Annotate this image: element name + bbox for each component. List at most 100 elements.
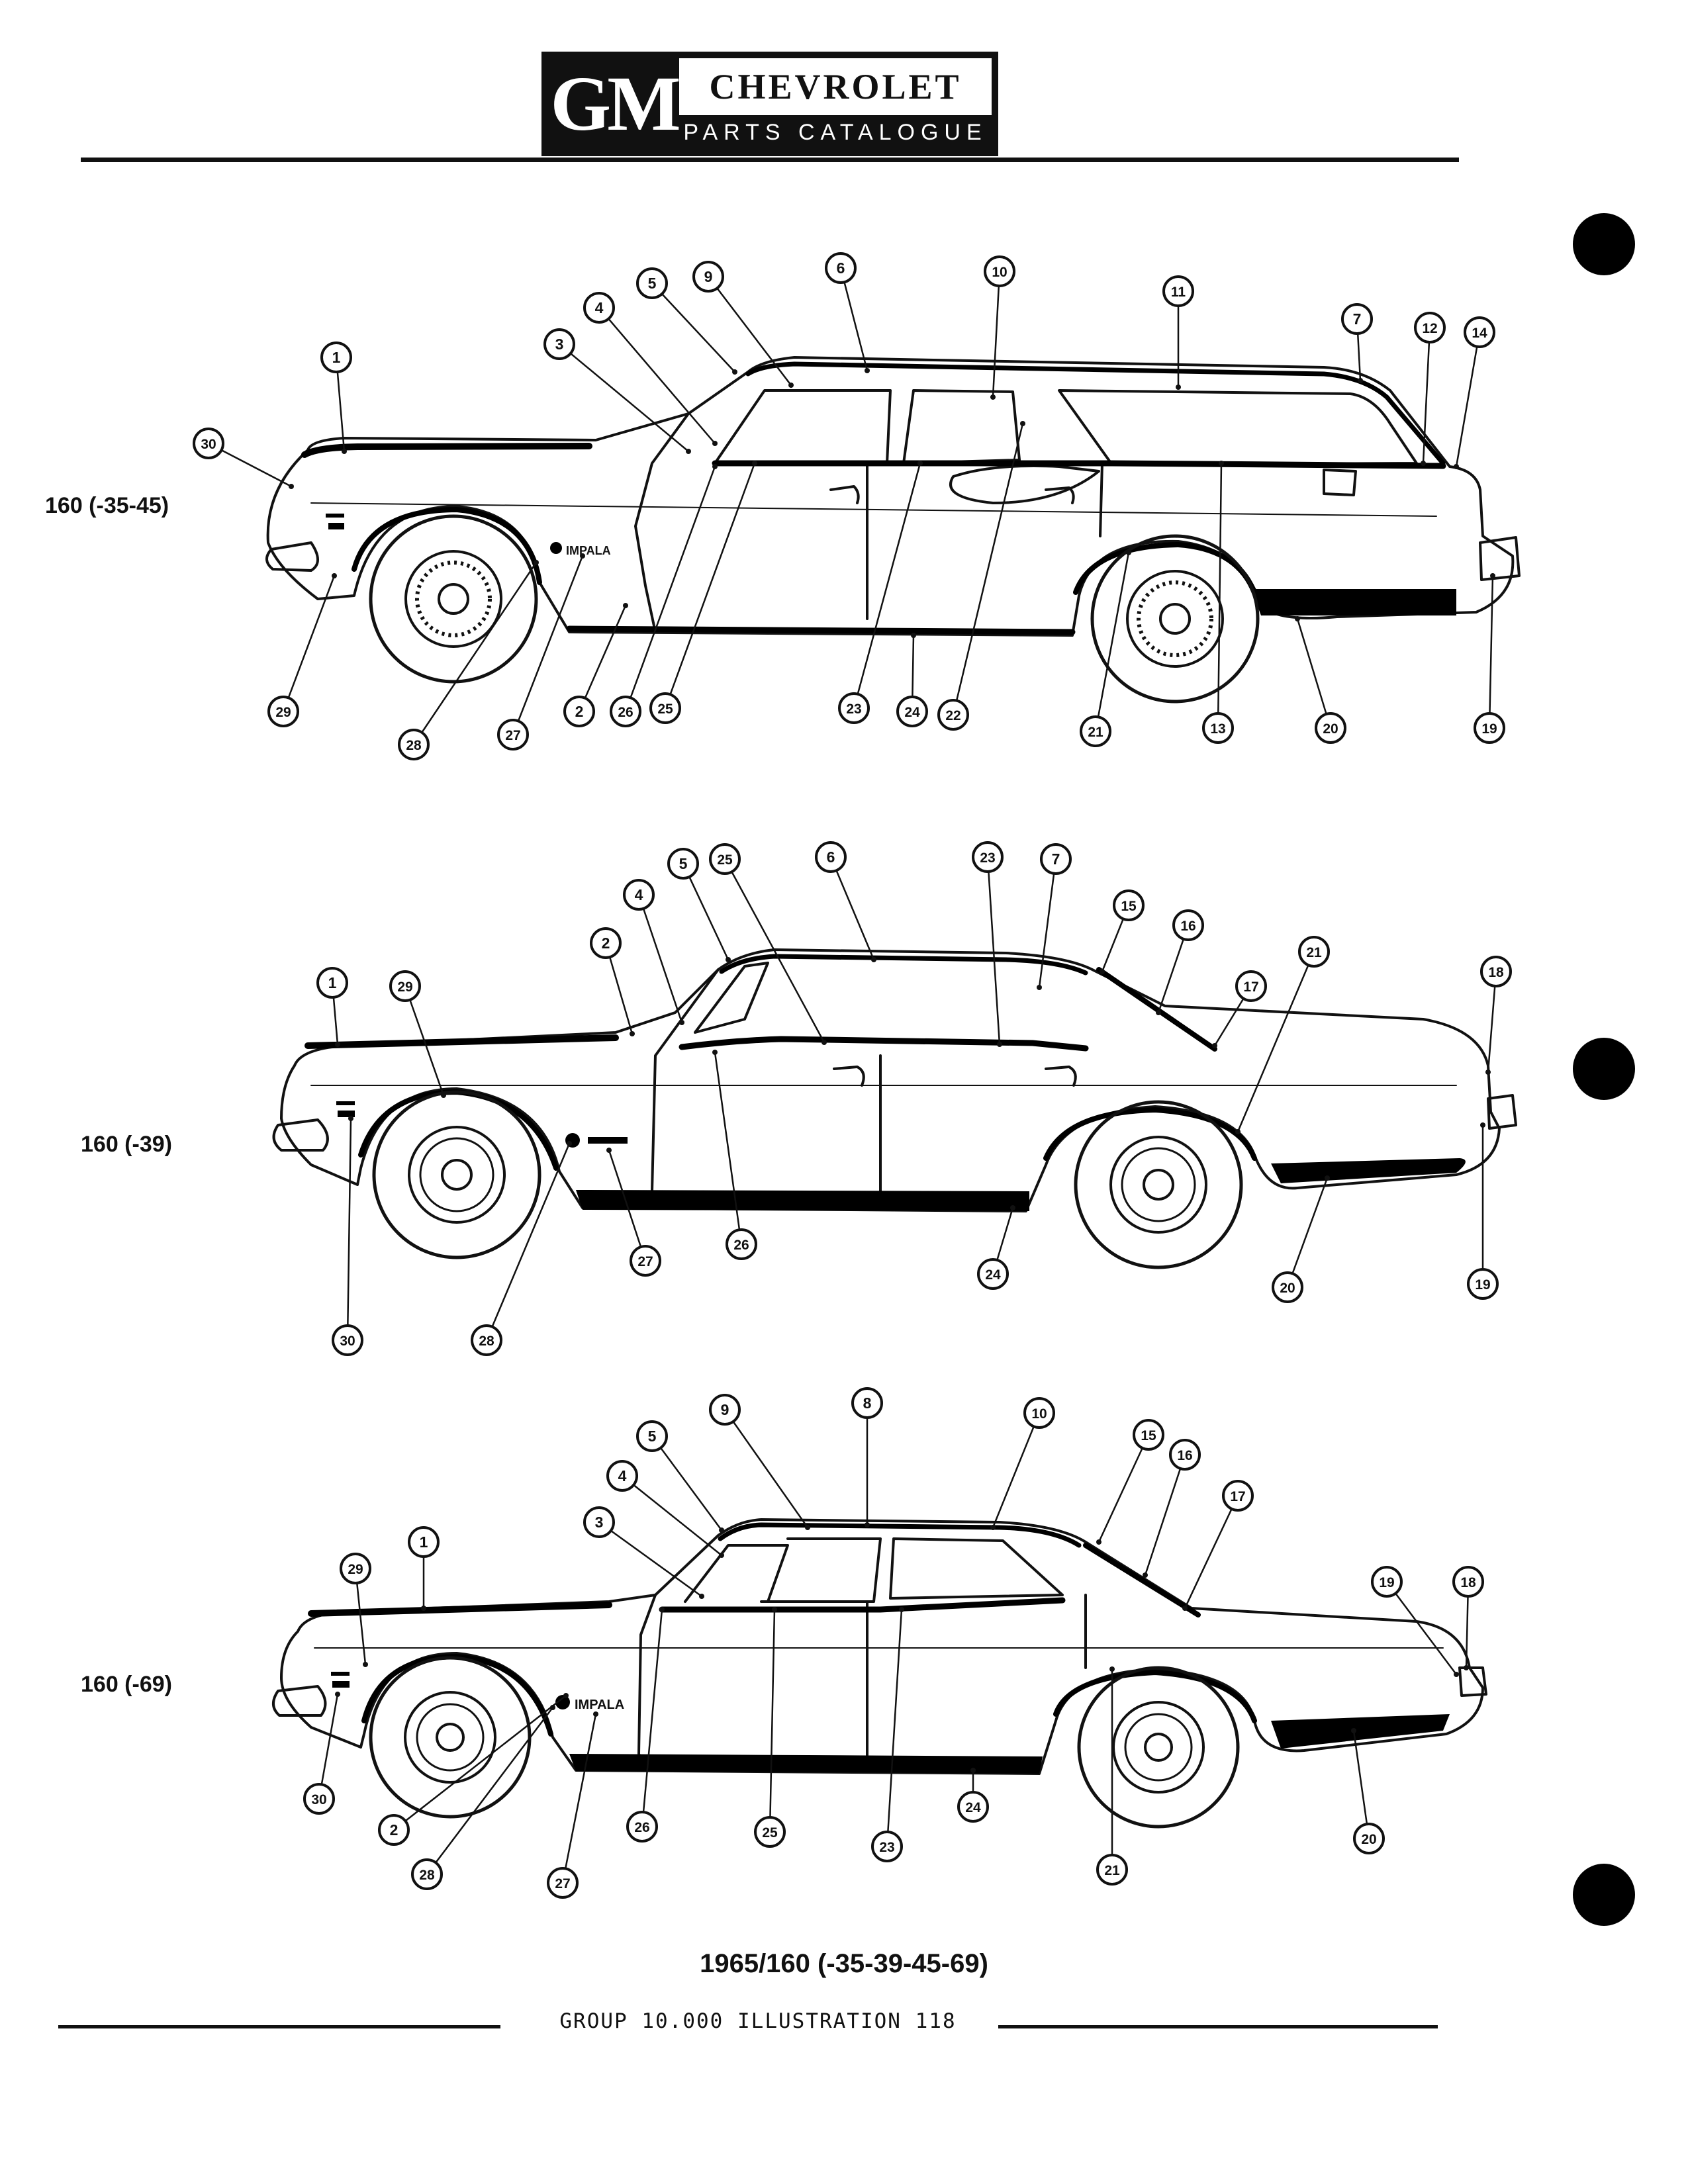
- leader-arrow-tip: [580, 553, 585, 559]
- callout-balloon: [626, 1811, 658, 1843]
- callout-number: 17: [1230, 1489, 1245, 1504]
- callout-1: 1: [408, 1526, 440, 1558]
- callout-balloon: [636, 1420, 668, 1452]
- callout-balloon: [972, 841, 1004, 873]
- callout-balloon: [471, 1324, 502, 1356]
- leader-arrow-tip: [1182, 1606, 1188, 1611]
- callout-20: 20: [1272, 1271, 1303, 1303]
- leader-line: [912, 635, 915, 698]
- callout-number: 29: [348, 1562, 363, 1577]
- callout-balloon: [1480, 956, 1512, 987]
- callout-balloon: [1353, 1823, 1385, 1854]
- callout-balloon: [378, 1814, 410, 1846]
- model-label-sedan: 160 (-69): [81, 1672, 172, 1697]
- leader-arrow-tip: [1358, 378, 1363, 383]
- callout-28: 28: [471, 1324, 502, 1356]
- callout-21: 21: [1298, 936, 1330, 968]
- leader-arrow-tip: [1219, 461, 1224, 466]
- leader-arrow-tip: [335, 1692, 340, 1697]
- leader-arrow-tip: [970, 1768, 976, 1773]
- callout-10: 10: [1023, 1397, 1055, 1429]
- leader-arrow-tip: [332, 573, 337, 578]
- callout-balloon: [1023, 1397, 1055, 1429]
- callout-26: 26: [610, 696, 641, 727]
- callout-number: 5: [648, 275, 657, 292]
- leader-line: [356, 1582, 367, 1665]
- leader-line: [491, 1143, 571, 1328]
- leader-arrow-tip: [441, 1093, 446, 1098]
- callout-number: 14: [1472, 326, 1487, 341]
- callout-number: 5: [648, 1428, 657, 1445]
- callout-number: 26: [634, 1820, 649, 1835]
- callout-number: 22: [945, 708, 961, 723]
- callout-number: 7: [1353, 310, 1362, 328]
- callout-number: 19: [1379, 1575, 1394, 1590]
- leader-line: [843, 281, 868, 371]
- leader-arrow-tip: [421, 1606, 426, 1611]
- callout-balloon: [408, 1526, 440, 1558]
- callout-24: 24: [957, 1791, 989, 1823]
- callout-number: 10: [1031, 1406, 1047, 1422]
- callout-balloon: [193, 428, 224, 459]
- binder-hole-top: [1573, 213, 1635, 275]
- callout-number: 24: [985, 1267, 1001, 1283]
- leader-arrow-tip: [686, 449, 691, 454]
- callout-number: 19: [1481, 721, 1497, 737]
- sedan-quarter-molding: [1271, 1714, 1450, 1749]
- callout-number: 23: [879, 1840, 894, 1855]
- callout-10: 10: [984, 255, 1015, 287]
- leader-arrow-tip: [1176, 385, 1181, 390]
- callout-23: 23: [871, 1831, 903, 1862]
- sedan-impala-script: IMPALA: [575, 1698, 624, 1712]
- callout-balloon: [977, 1258, 1009, 1290]
- callout-number: 23: [846, 702, 861, 717]
- leader-arrow-tip: [997, 1042, 1002, 1047]
- leader-line: [287, 575, 336, 698]
- callout-5: 5: [636, 1420, 668, 1452]
- callout-number: 25: [762, 1825, 778, 1841]
- binder-hole-bottom: [1573, 1864, 1635, 1926]
- callout-8: 8: [851, 1387, 883, 1419]
- callout-balloon: [709, 1394, 741, 1426]
- leader-arrow-tip: [712, 441, 718, 446]
- callout-4: 4: [583, 292, 615, 324]
- sedan-wheels: [369, 1656, 1240, 1829]
- callout-number: 12: [1422, 321, 1437, 336]
- callout-12: 12: [1414, 312, 1446, 343]
- leader-line: [1184, 1508, 1233, 1609]
- callout-balloon: [1341, 303, 1373, 335]
- header-rule: [81, 158, 1459, 162]
- leader-arrow-tip: [1143, 1572, 1148, 1578]
- callout-number: 15: [1121, 899, 1137, 914]
- leader-arrow-tip: [659, 1607, 665, 1612]
- callout-number: 29: [275, 705, 291, 720]
- model-label-hardtop: 160 (-39): [81, 1132, 172, 1157]
- callout-25: 25: [709, 843, 741, 875]
- leader-arrow-tip: [752, 461, 757, 466]
- callout-balloon: [316, 967, 348, 999]
- leader-arrow-tip: [1100, 969, 1105, 974]
- leader-arrow-tip: [567, 1141, 572, 1146]
- callout-balloon: [692, 261, 724, 293]
- callout-balloon: [1133, 1419, 1164, 1451]
- leader-arrow-tip: [1010, 1205, 1015, 1210]
- leader-arrow-tip: [342, 449, 347, 454]
- callout-13: 13: [1202, 712, 1234, 744]
- callout-balloon: [1080, 715, 1111, 747]
- callout-number: 1: [332, 349, 341, 366]
- callout-balloon: [649, 692, 681, 724]
- callout-number: 23: [980, 850, 995, 866]
- leader-arrow-tip: [1325, 1175, 1330, 1181]
- leader-line: [320, 1694, 339, 1785]
- callout-7: 7: [1341, 303, 1373, 335]
- leader-arrow-tip: [550, 1705, 555, 1710]
- callout-11: 11: [1162, 275, 1194, 307]
- leader-arrow-tip: [630, 1031, 635, 1036]
- leader-arrow-tip: [335, 1042, 340, 1047]
- callout-4: 4: [623, 879, 655, 911]
- leader-line: [1395, 1592, 1457, 1675]
- leader-line: [1217, 463, 1223, 714]
- callout-balloon: [1222, 1480, 1254, 1512]
